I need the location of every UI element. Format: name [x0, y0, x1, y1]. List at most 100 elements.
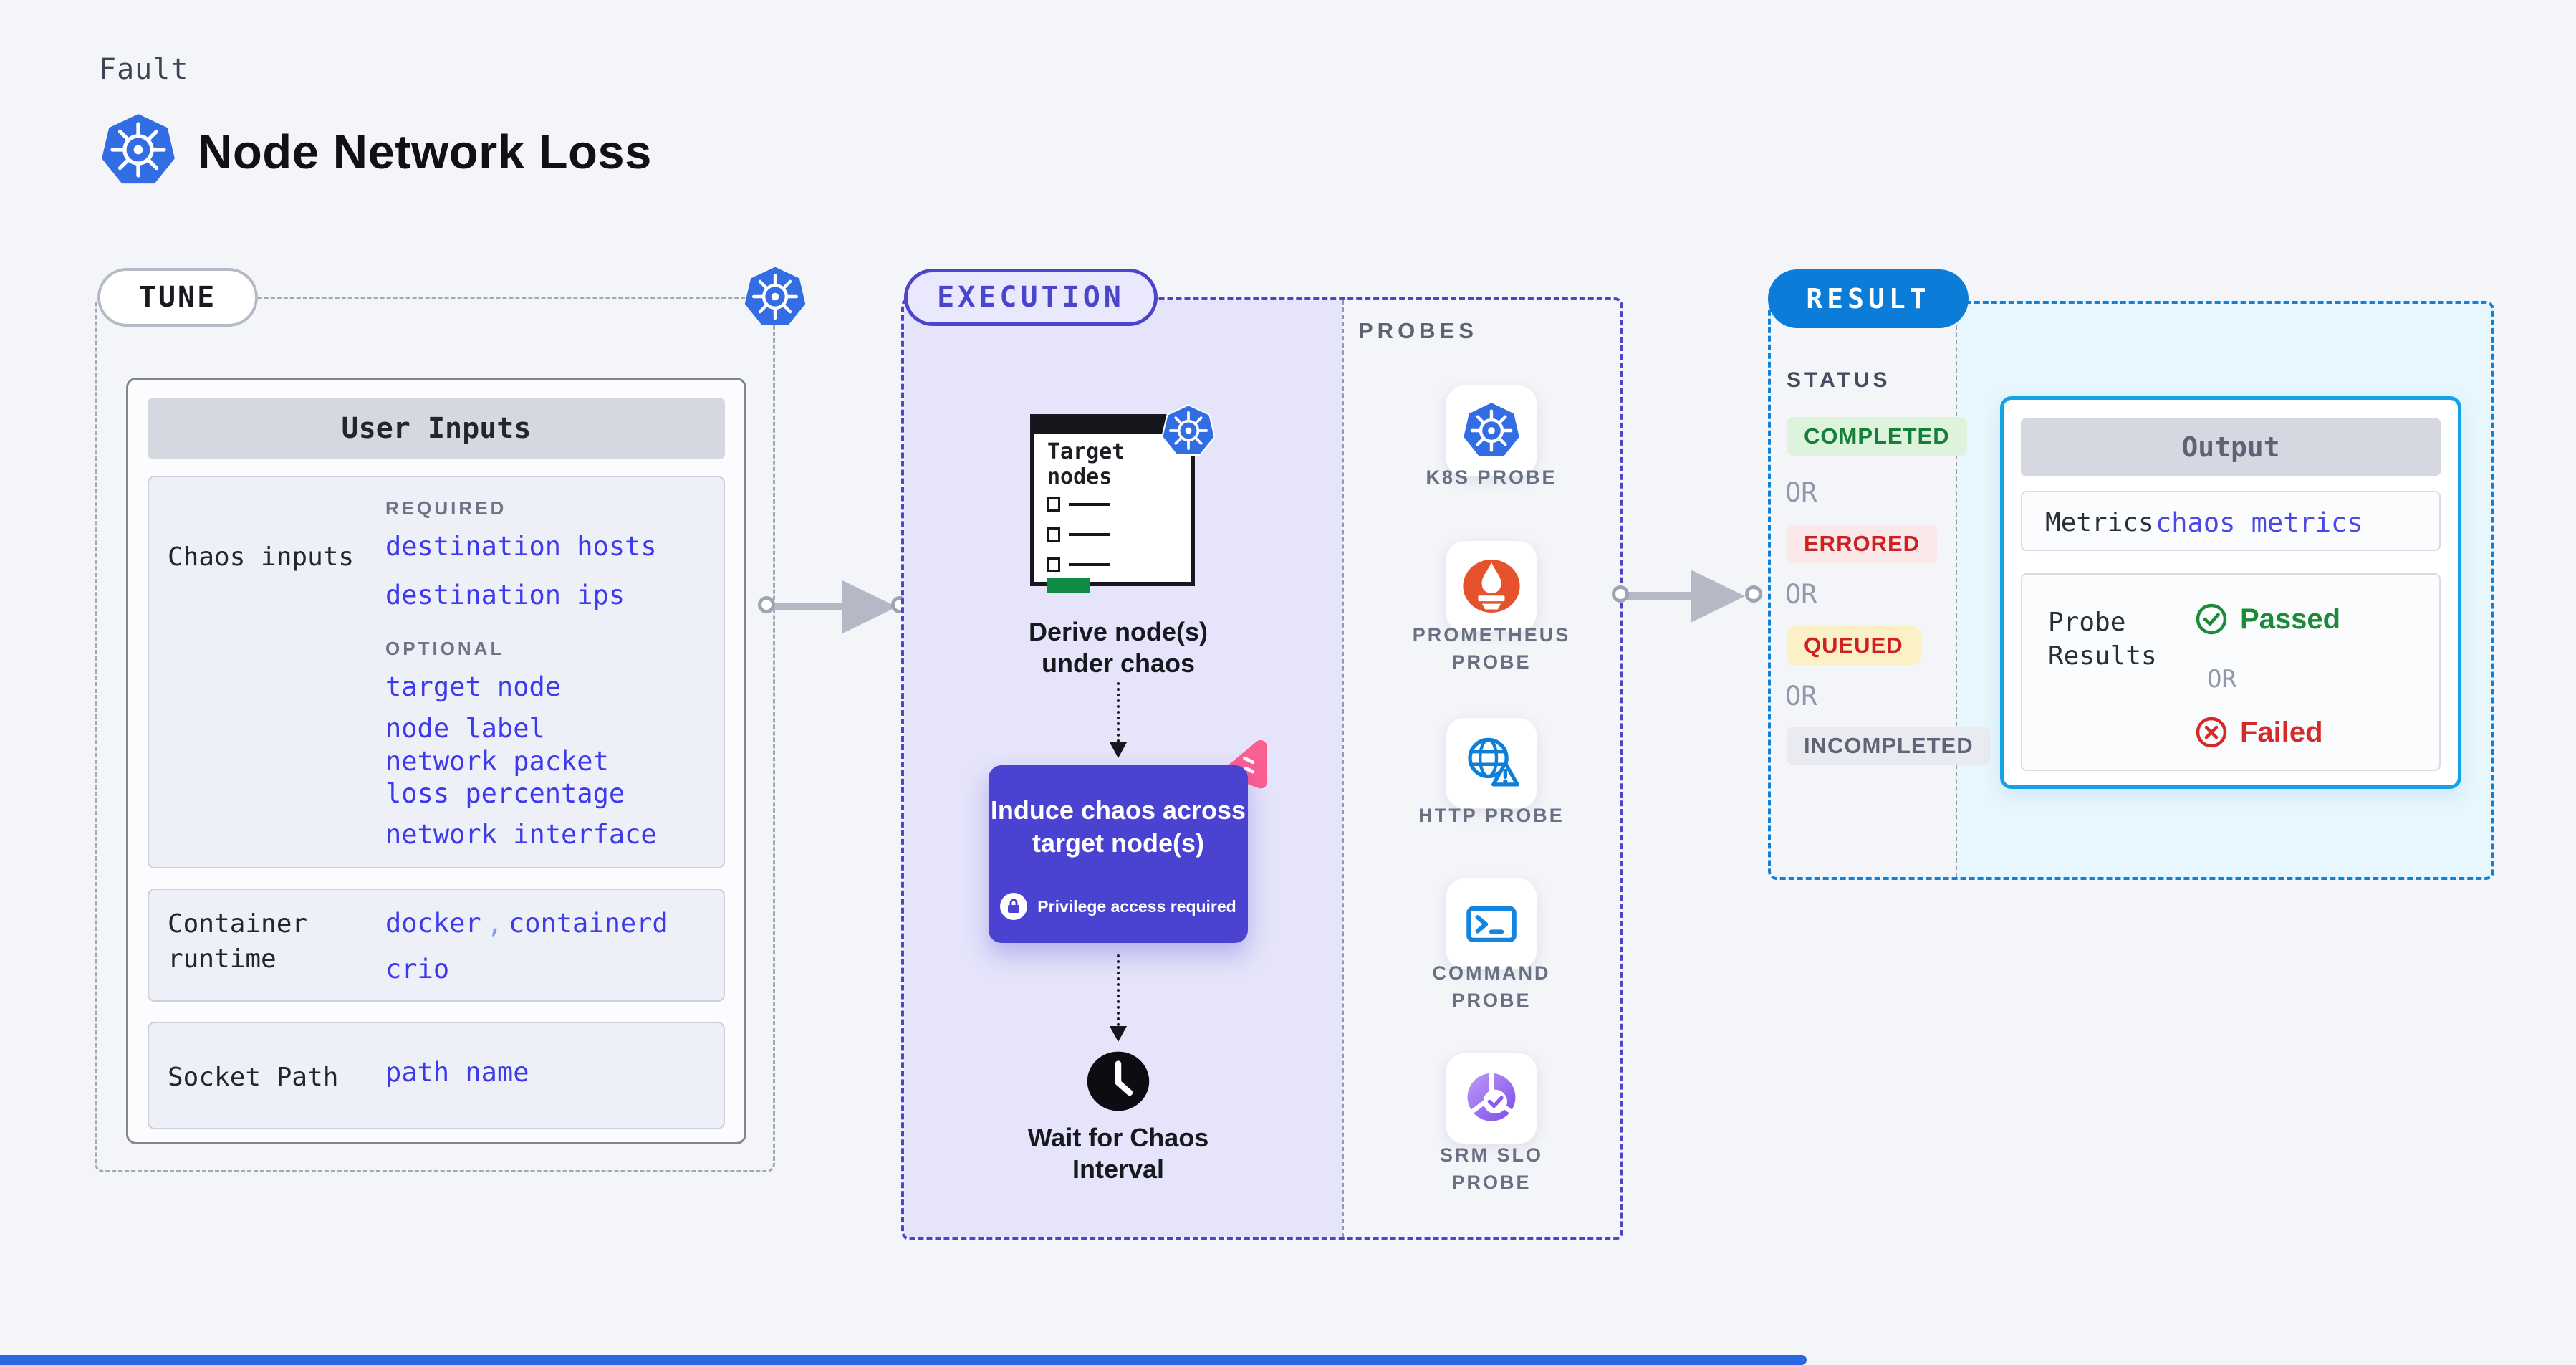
fault-eyebrow: Fault	[99, 53, 189, 86]
node-checkbox-row	[1047, 557, 1110, 572]
kubernetes-icon	[1162, 404, 1215, 456]
privilege-text: Privilege access required	[1037, 896, 1236, 916]
passed-result: Passed	[2194, 602, 2340, 636]
status-output-divider	[1956, 304, 1957, 877]
target-nodes-title: Target nodes	[1047, 439, 1125, 489]
x-circle-icon	[2196, 717, 2227, 748]
probe-label: SRM SLO PROBE	[1439, 1144, 1543, 1193]
window-titlebar	[1034, 418, 1191, 434]
socket-path-label: Socket Path	[168, 1063, 339, 1092]
tune-pill: TUNE	[97, 268, 258, 327]
dotted-arrow-head	[1110, 1026, 1127, 1042]
probes-divider	[1342, 300, 1344, 1237]
connector-arrowhead	[842, 580, 897, 633]
output-card: Output Metrics chaos metrics Probe Resul…	[2000, 396, 2461, 789]
connector-dot	[1612, 585, 1629, 603]
status-label: STATUS	[1787, 368, 1891, 392]
dotted-arrow-line	[1117, 954, 1120, 1026]
probe-card-command	[1446, 878, 1537, 969]
privilege-note: Privilege access required	[989, 893, 1248, 920]
execution-section-box	[901, 297, 1623, 1240]
check-circle-icon	[2196, 603, 2227, 635]
failed-result: Failed	[2194, 715, 2323, 749]
probe-label: PROMETHEUS PROBE	[1412, 624, 1571, 673]
or-label: OR	[2207, 665, 2236, 694]
clock-icon	[1087, 1051, 1150, 1111]
status-badge-completed: COMPLETED	[1787, 417, 1967, 456]
probes-section-label: PROBES	[1358, 318, 1478, 343]
checkbox-icon	[1047, 497, 1060, 512]
input-value: network interface	[385, 819, 657, 850]
or-label: OR	[1785, 681, 1817, 712]
terminal-icon	[1466, 906, 1517, 942]
kubernetes-icon	[102, 114, 175, 184]
prometheus-icon	[1463, 560, 1520, 613]
kubernetes-icon	[744, 267, 806, 325]
probe-card-prometheus	[1446, 540, 1537, 632]
status-badge-errored: ERRORED	[1787, 525, 1938, 563]
dotted-arrow-line	[1117, 682, 1120, 742]
execution-pill: EXECUTION	[904, 269, 1158, 326]
result-pill: RESULT	[1768, 269, 1969, 328]
socket-path-value: path name	[385, 1057, 529, 1088]
metrics-row: Metrics chaos metrics	[2021, 491, 2441, 551]
induce-chaos-title: Induce chaos across target node(s)	[990, 795, 1246, 858]
chaos-inputs-row: Chaos inputs REQUIRED destination hosts …	[148, 476, 725, 868]
probe-results-label: Probe Results	[2048, 608, 2157, 671]
optional-label: OPTIONAL	[385, 638, 505, 659]
connector-arrowhead	[1691, 570, 1745, 623]
probe-card-http	[1446, 717, 1537, 809]
connector-line	[769, 603, 850, 610]
probe-card-k8s	[1446, 385, 1537, 476]
checkbox-icon	[1047, 527, 1060, 542]
probe-label: COMMAND PROBE	[1432, 962, 1551, 1011]
input-value: destination hosts	[385, 531, 657, 562]
horizontal-scrollbar[interactable]	[0, 1355, 1807, 1365]
input-value: target node	[385, 671, 562, 702]
http-globe-warning-icon	[1468, 737, 1519, 787]
socket-path-row: Socket Path path name	[148, 1022, 725, 1129]
page-title: Node Network Loss	[198, 125, 652, 179]
probe-label: HTTP PROBE	[1418, 805, 1565, 826]
chaos-inputs-label: Chaos inputs	[168, 542, 355, 572]
runtime-values: docker,containerd	[385, 908, 668, 939]
induce-chaos-box: Induce chaos across target node(s) Privi…	[989, 765, 1248, 943]
or-label: OR	[1785, 579, 1817, 610]
container-runtime-row: Container runtime docker,containerd crio	[148, 889, 725, 1002]
line	[1069, 563, 1110, 566]
tune-section-box	[95, 297, 775, 1172]
probe-label: K8S PROBE	[1426, 466, 1557, 488]
input-value: destination ips	[385, 580, 625, 610]
probe-results-row: Probe Results Passed OR Failed	[2021, 573, 2441, 771]
user-inputs-header: User Inputs	[148, 398, 725, 459]
line	[1069, 533, 1110, 536]
metrics-value: chaos metrics	[2156, 507, 2363, 538]
probe-card-srm-slo	[1446, 1053, 1537, 1144]
node-checkbox-row	[1047, 497, 1110, 512]
connector-dot	[1745, 585, 1762, 603]
failed-text: Failed	[2240, 716, 2323, 748]
dotted-arrow-head	[1110, 742, 1127, 758]
required-label: REQUIRED	[385, 497, 507, 519]
or-label: OR	[1785, 477, 1817, 508]
status-badge-queued: QUEUED	[1787, 626, 1921, 665]
output-header: Output	[2021, 418, 2441, 476]
node-checkbox-row	[1047, 527, 1110, 542]
slo-pie-check-icon	[1467, 1072, 1516, 1121]
checkbox-icon	[1047, 557, 1060, 572]
connector-dot	[758, 596, 775, 613]
container-runtime-label: Container runtime	[168, 909, 308, 974]
passed-text: Passed	[2240, 603, 2341, 635]
green-button-bar	[1047, 578, 1090, 593]
runtime-value-crio: crio	[385, 954, 450, 985]
input-value: node label	[385, 713, 545, 744]
lock-icon	[1000, 893, 1028, 920]
input-value: network packet loss percentage	[385, 746, 625, 810]
derive-nodes-label: Derive node(s) under chaos	[1028, 617, 1208, 678]
line	[1069, 503, 1110, 506]
wait-chaos-interval-label: Wait for Chaos Interval	[1027, 1123, 1209, 1184]
kubernetes-icon	[1464, 403, 1519, 456]
status-badge-incompleted: INCOMPLETED	[1787, 727, 1991, 765]
metrics-label: Metrics	[2045, 507, 2154, 537]
